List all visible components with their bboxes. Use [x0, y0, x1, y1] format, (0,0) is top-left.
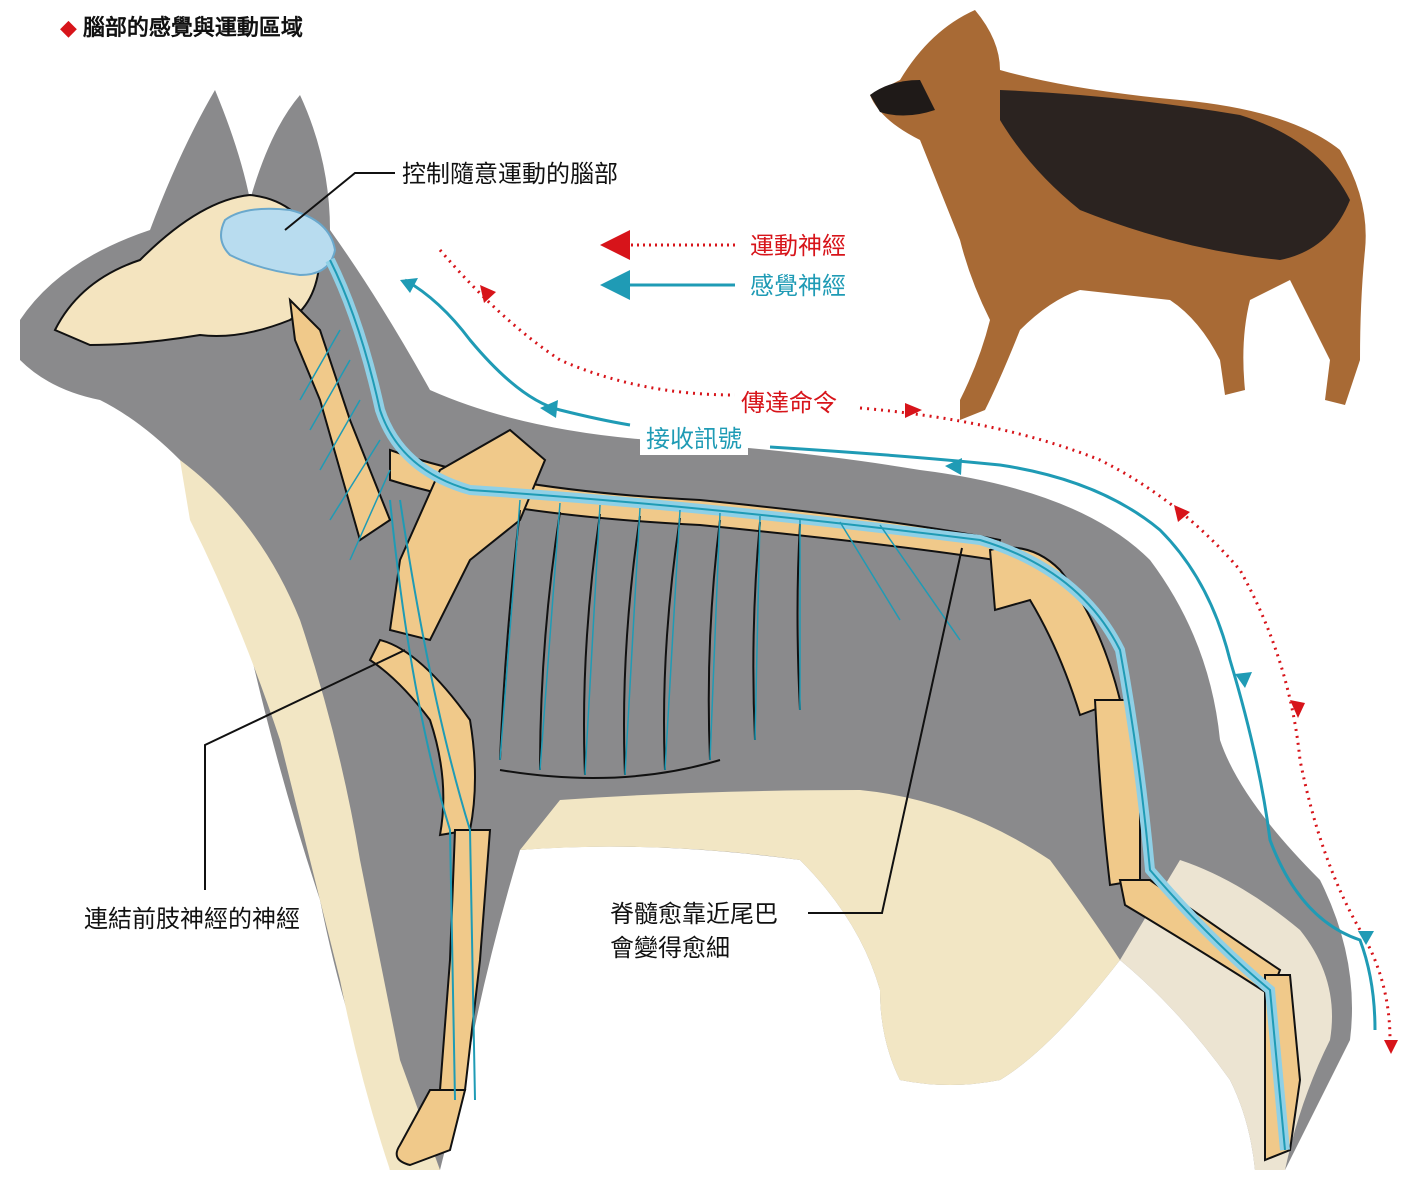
flow-signal-label: 接收訊號: [640, 423, 748, 455]
page-title: ◆腦部的感覺與運動區域: [60, 10, 303, 42]
diamond-icon: ◆: [60, 16, 77, 41]
dog-photo: [870, 10, 1366, 420]
label-brain: 控制隨意運動的腦部: [402, 158, 618, 190]
label-spinal-line2: 會變得愈細: [610, 932, 730, 964]
legend-motor-label: 運動神經: [750, 230, 846, 262]
label-spinal-line1: 脊髓愈靠近尾巴: [610, 898, 778, 930]
legend-sensory-label: 感覺神經: [750, 270, 846, 302]
flow-command-label: 傳達命令: [735, 387, 843, 419]
label-forelimb-nerve: 連結前肢神經的神經: [84, 903, 300, 935]
title-text: 腦部的感覺與運動區域: [83, 16, 303, 41]
